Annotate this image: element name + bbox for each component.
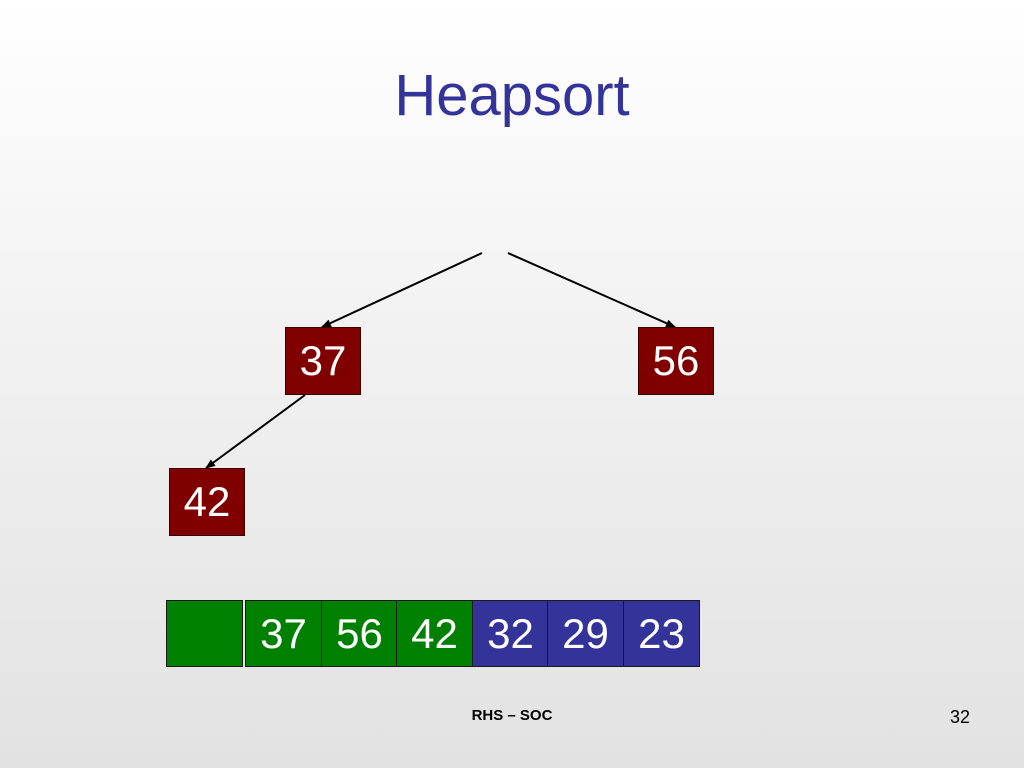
edge-root-to-right-child xyxy=(507,252,676,328)
array-cell-0 xyxy=(166,600,243,667)
footer-text: RHS – SOC xyxy=(471,707,553,724)
array-cell-2: 56 xyxy=(321,600,398,667)
slide-title: Heapsort xyxy=(394,63,630,128)
tree-node-left-grandchild: 42 xyxy=(169,468,245,536)
tree-node-right-child: 56 xyxy=(638,327,714,395)
array-cell-4: 32 xyxy=(472,600,549,667)
array-cell-5: 29 xyxy=(547,600,624,667)
edge-left-child-to-left-grandchild xyxy=(205,394,306,469)
page-number: 32 xyxy=(949,707,970,727)
array-cell-1: 37 xyxy=(245,600,322,667)
tree-node-left-child: 37 xyxy=(285,327,361,395)
edge-root-to-left-child xyxy=(321,252,483,328)
array-cell-6: 23 xyxy=(623,600,700,667)
array-cell-3: 42 xyxy=(396,600,473,667)
